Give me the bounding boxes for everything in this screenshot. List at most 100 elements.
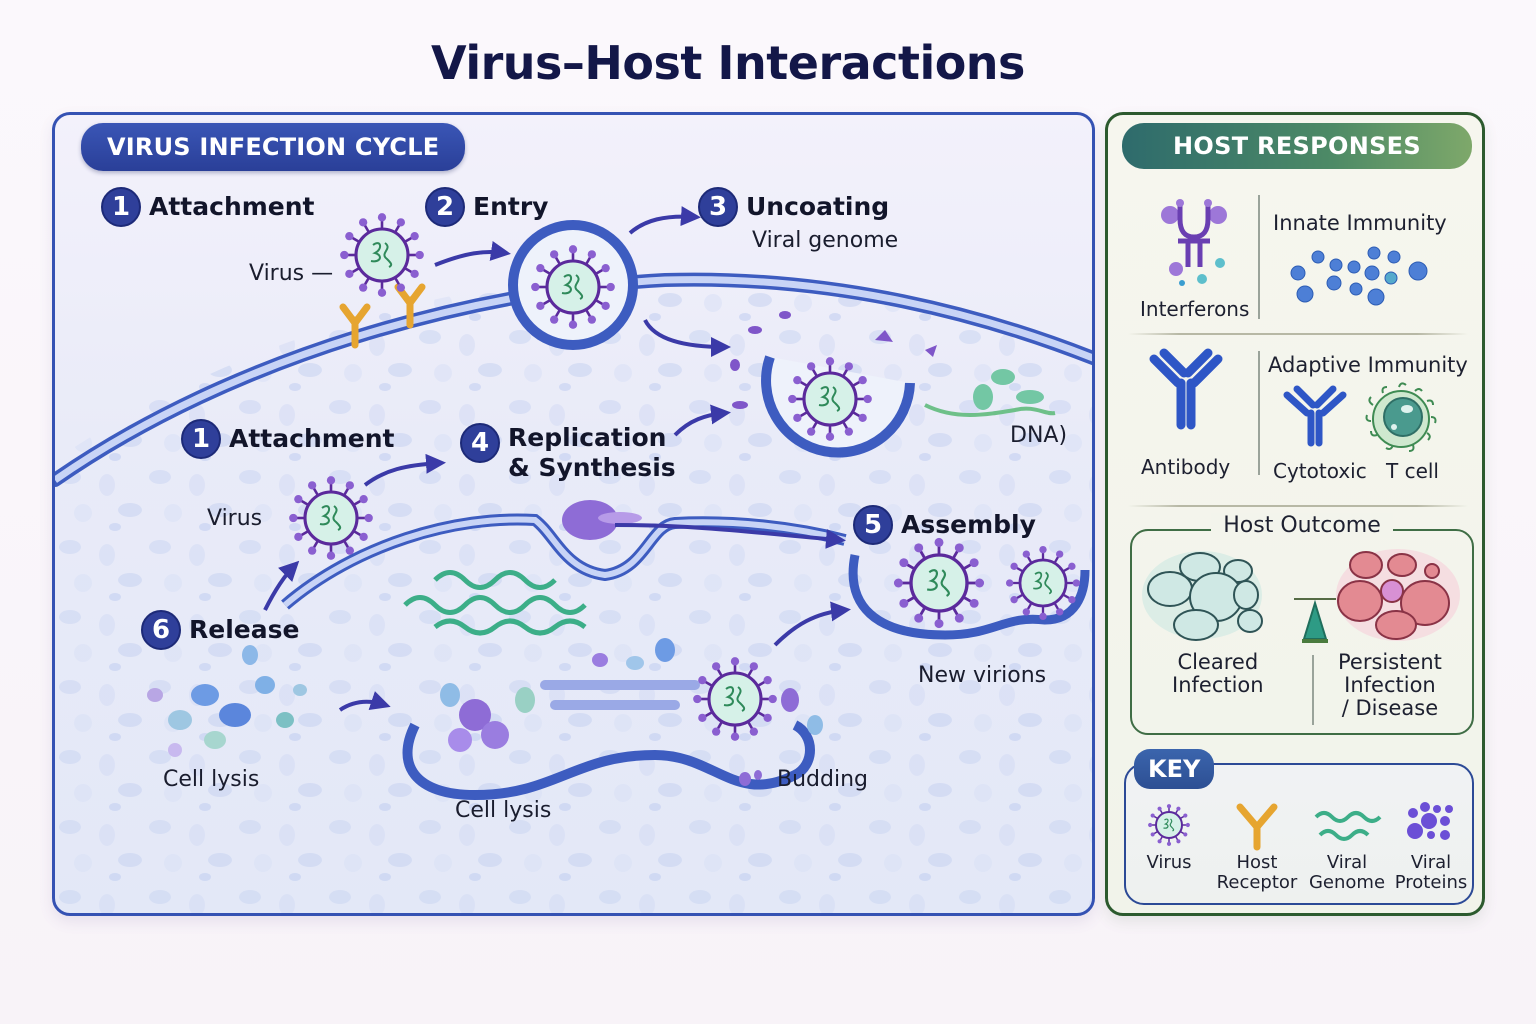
t-cell-icon <box>1365 382 1437 452</box>
cleared-infection-label: Cleared Infection <box>1172 651 1264 697</box>
key-item-viral-proteins: Viral Proteins <box>1388 801 1474 893</box>
key-legend: KEY Virus Host Receptor Viral Genome <box>1124 749 1474 905</box>
step-number-badge: 6 <box>141 610 181 650</box>
arrow-replication-to-assembly <box>614 523 846 549</box>
assembly-vesicle <box>848 554 1090 640</box>
arrow-virus-to-replication <box>363 453 446 487</box>
key-label: Viral <box>1326 852 1368 873</box>
cleared-line2: Infection <box>1172 673 1264 697</box>
cytotoxic-antibody-icon <box>1283 385 1347 447</box>
step-label-line2: & Synthesis <box>508 453 676 482</box>
step-assembly: 5 Assembly <box>853 505 1036 545</box>
page-title: Virus–Host Interactions <box>431 36 1025 90</box>
step-attachment-secondary: 1 Attachment <box>181 419 395 459</box>
innate-immunity-title: Innate Immunity <box>1273 211 1447 235</box>
key-label: Host <box>1236 852 1278 873</box>
adaptive-immunity-title: Adaptive Immunity <box>1268 353 1468 377</box>
virus-uncoating <box>788 357 872 441</box>
step-label: Entry <box>473 192 549 221</box>
viral-genome-strands <box>403 570 587 636</box>
flow-arrows <box>263 206 851 712</box>
dna-label: DNA) <box>1010 423 1068 448</box>
antibody-label: Antibody <box>1141 455 1231 479</box>
virus-attaching <box>340 213 424 297</box>
new-virion <box>1005 545 1081 621</box>
host-responses-header: HOST RESPONSES <box>1122 123 1472 169</box>
cytotoxic-label: Cytotoxic <box>1273 459 1367 483</box>
key-item-viral-genome: Viral Genome <box>1304 801 1390 893</box>
step-label: Attachment <box>149 192 315 221</box>
outcome-illustration <box>1142 549 1460 643</box>
step-number-badge: 5 <box>853 505 893 545</box>
balance-scale-icon <box>1294 598 1336 643</box>
arrow-entry-to-endosome <box>643 318 731 357</box>
virus-icon <box>1148 804 1190 846</box>
persistent-line1: Persistent <box>1338 650 1442 674</box>
step-number-badge: 3 <box>698 187 738 227</box>
virus-icon <box>1148 804 1190 846</box>
persistent-line3: / Disease <box>1341 696 1439 720</box>
lysis-membrane <box>402 720 815 801</box>
innate-immunity-cells-icon <box>1290 246 1428 306</box>
viral-genome-label: Viral genome <box>752 228 899 253</box>
virus-infection-cycle-header: VIRUS INFECTION CYCLE <box>81 123 466 171</box>
arrow-release-to-virus <box>263 560 300 611</box>
key-label-line2: Receptor <box>1216 872 1298 893</box>
step-release: 6 Release <box>141 610 299 650</box>
budding-label: Budding <box>777 767 868 792</box>
arrow-replication-to-uncoating <box>673 404 731 437</box>
key-label-line2: Genome <box>1308 872 1386 893</box>
t-cell-label: T cell <box>1386 459 1439 483</box>
budding-particles <box>739 770 762 786</box>
step-number-badge: 1 <box>101 187 141 227</box>
persistent-cells-icon <box>1336 549 1460 641</box>
ribosome-icon <box>562 500 642 540</box>
step-number-badge: 1 <box>181 419 221 459</box>
new-virions-label: New virions <box>918 663 1047 688</box>
host-outcome-box: Host Outcome <box>1130 513 1474 735</box>
key-label: Viral <box>1410 852 1452 873</box>
viral-genome-icon <box>1314 811 1382 841</box>
virus-label-mid: Virus <box>207 506 263 531</box>
arrow-entry-to-uncoating <box>628 206 701 235</box>
arrow-release-to-lysis <box>338 691 391 712</box>
host-receptor-icon <box>1236 803 1278 851</box>
arrow-budding-to-assembly <box>773 601 851 647</box>
step-replication-synthesis: 4 Replication & Synthesis <box>460 423 676 483</box>
interferons-label: Interferons <box>1140 297 1250 321</box>
persistent-line2: Infection <box>1344 673 1436 697</box>
virus-label-top: Virus — <box>249 261 334 286</box>
virus-entering <box>531 245 615 329</box>
divider <box>1258 351 1260 475</box>
step-attachment: 1 Attachment <box>101 187 315 227</box>
step-label: Attachment <box>229 424 395 453</box>
divider <box>1128 505 1468 507</box>
persistent-infection-label: Persistent Infection / Disease <box>1338 651 1442 720</box>
interferon-icon <box>1161 199 1227 286</box>
key-item-virus: Virus <box>1126 801 1212 873</box>
step-entry: 2 Entry <box>425 187 548 227</box>
step-label: Replication <box>508 423 667 452</box>
viral-proteins-icon <box>1407 802 1453 840</box>
release-debris <box>147 645 307 757</box>
viral-proteins-fragments <box>730 311 937 409</box>
cell-lysis-label-left: Cell lysis <box>163 767 260 792</box>
divider <box>1258 195 1260 319</box>
new-virion <box>893 537 985 629</box>
virus-budding <box>693 657 777 741</box>
key-label-line2: Proteins <box>1394 872 1468 893</box>
key-item-host-receptor: Host Receptor <box>1214 801 1300 893</box>
antibody-icon <box>1149 348 1223 430</box>
step-label: Release <box>189 615 300 644</box>
cleared-line1: Cleared <box>1177 650 1259 674</box>
host-responses-panel: HOST RESPONSES Interferons Innate Immuni… <box>1105 112 1485 916</box>
key-label: Virus <box>1146 852 1192 873</box>
step-label: Uncoating <box>746 192 890 221</box>
divider <box>1312 655 1314 725</box>
host-outcome-title: Host Outcome <box>1211 513 1393 538</box>
cell-illustration <box>55 206 1092 913</box>
arrow-attach-to-entry <box>434 241 511 267</box>
step-number-badge: 4 <box>460 423 500 463</box>
key-header: KEY <box>1134 749 1215 789</box>
cleared-cells-icon <box>1142 551 1263 641</box>
